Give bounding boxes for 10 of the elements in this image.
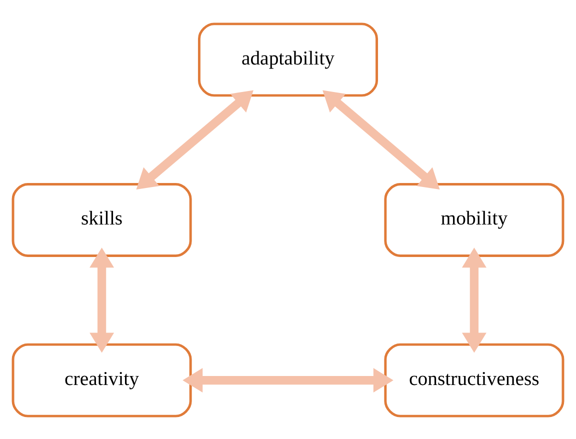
arrow	[136, 90, 254, 190]
arrow	[182, 368, 394, 392]
arrow	[90, 247, 114, 352]
node-box: adaptability	[198, 22, 378, 96]
arrow	[462, 247, 486, 352]
node-box: skills	[12, 182, 192, 256]
node-box: constructiveness	[384, 342, 564, 417]
node-box: creativity	[12, 342, 192, 417]
arrow	[322, 90, 440, 190]
node-box: mobility	[384, 182, 564, 256]
